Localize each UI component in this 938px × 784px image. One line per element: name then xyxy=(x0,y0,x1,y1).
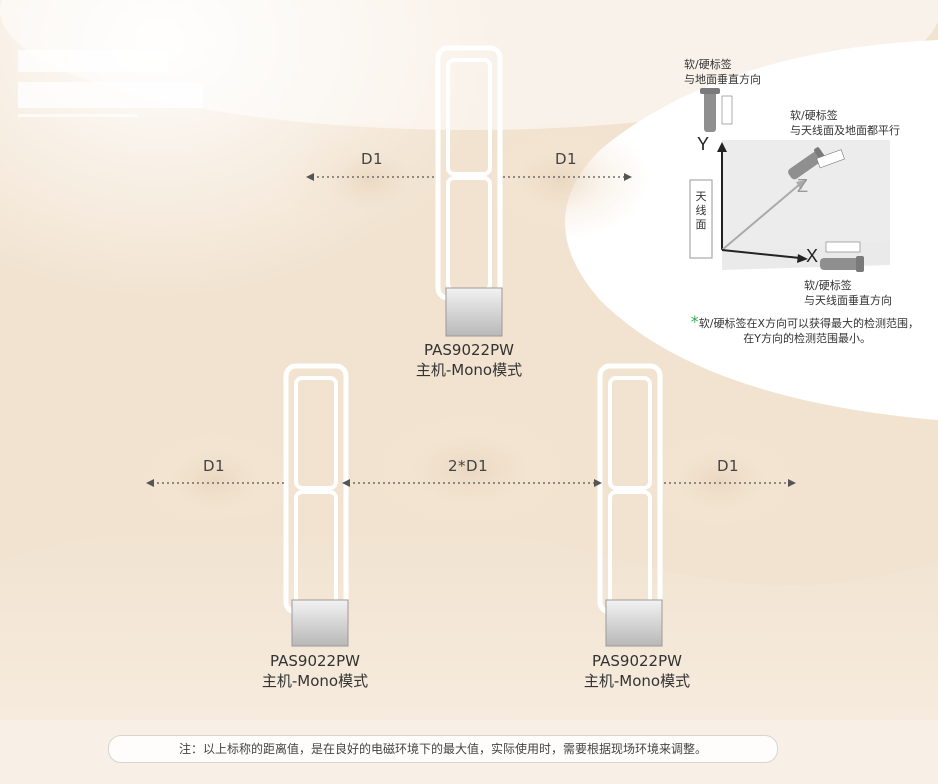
antenna-bottom-left xyxy=(283,363,349,647)
x-tag-label: 软/硬标签 与天线面垂直方向 xyxy=(804,279,892,307)
y-tag-label: 软/硬标签 与地面垂直方向 xyxy=(684,58,761,86)
model-name: PAS9022PW xyxy=(424,341,514,359)
model-name: PAS9022PW xyxy=(592,652,682,670)
model-mode: 主机-Mono模式 xyxy=(261,672,369,690)
model-mode: 主机-Mono模式 xyxy=(415,361,523,379)
footer-note: 注：以上标称的距离值，是在良好的电磁环境下的最大值，实际使用时，需要根据现场环境… xyxy=(108,735,778,763)
inset-axes xyxy=(689,88,890,272)
faded-logo xyxy=(18,40,203,120)
model-name: PAS9022PW xyxy=(270,652,360,670)
axis-y-label: Y xyxy=(697,134,710,154)
antenna-top xyxy=(435,45,503,337)
axis-z-label: Z xyxy=(797,176,808,196)
distance-label-top-left: D1 xyxy=(361,150,384,168)
distance-label-top-right: D1 xyxy=(555,150,578,168)
note-star: * xyxy=(690,312,699,331)
axis-x-label: X xyxy=(806,246,819,266)
z-tag-label: 软/硬标签 与天线面及地面都平行 xyxy=(790,109,900,137)
antenna-bottom-right xyxy=(597,363,663,647)
antenna-label-bottom-right: PAS9022PW 主机-Mono模式 xyxy=(552,651,722,691)
antenna-label-bottom-left: PAS9022PW 主机-Mono模式 xyxy=(230,651,400,691)
antenna-face-label: 天 线 面 xyxy=(695,190,707,231)
distance-label-bottom-left: D1 xyxy=(203,457,226,475)
model-mode: 主机-Mono模式 xyxy=(583,672,691,690)
distance-label-bottom-right: D1 xyxy=(717,457,740,475)
distance-label-bottom-middle: 2*D1 xyxy=(448,457,489,475)
antenna-label-top: PAS9022PW 主机-Mono模式 xyxy=(384,340,554,380)
inset-note: *软/硬标签在X方向可以获得最大的检测范围， 在Y方向的检测范围最小。 xyxy=(690,312,919,346)
